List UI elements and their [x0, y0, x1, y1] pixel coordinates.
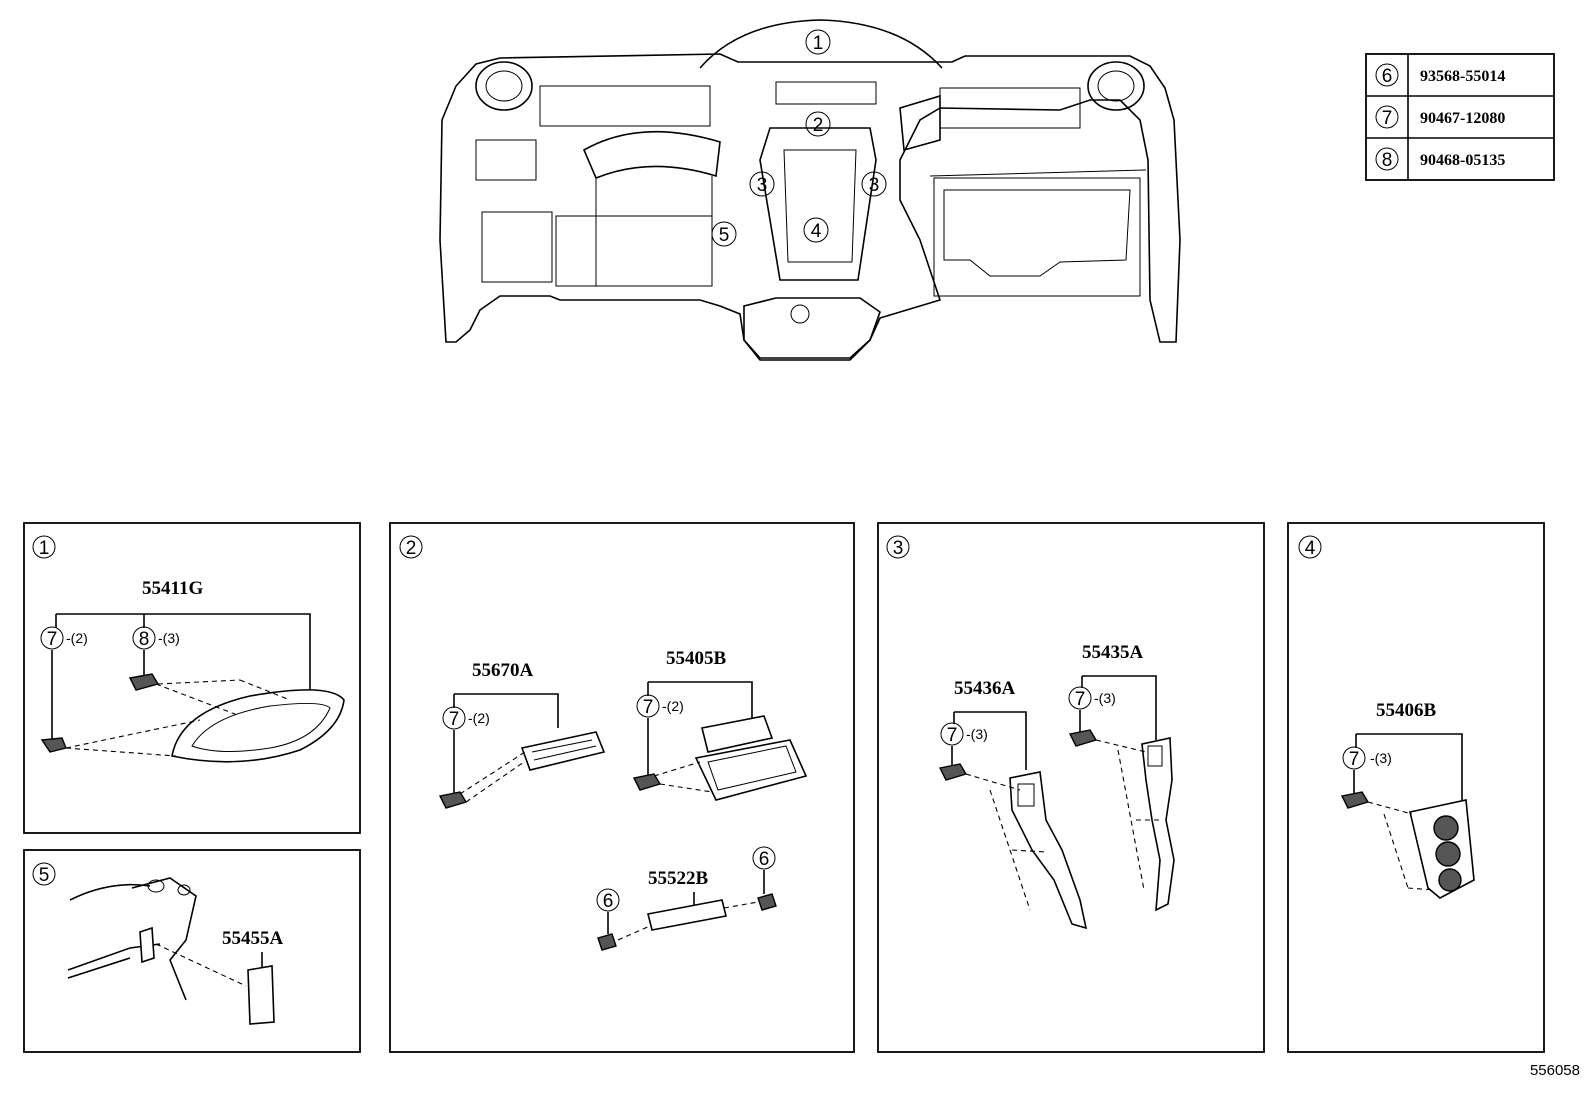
overview-callout-5: 5: [711, 221, 737, 247]
side-trim-left-part: [1009, 771, 1088, 930]
svg-text:-(3): -(3): [966, 726, 988, 742]
part-55455A: 55455A: [222, 928, 284, 949]
svg-text:-(2): -(2): [66, 630, 88, 646]
fastener-legend-table: 6 93568-55014 7 90467-12080 8 90468-0513…: [1365, 53, 1555, 181]
svg-text:8: 8: [139, 629, 150, 650]
overview-callout-2: 2: [805, 111, 831, 137]
part-55670A: 55670A: [472, 660, 534, 681]
panel-2: 2 55670A 7 -(2) 55405B 7 -(2) 55522B 6: [389, 522, 855, 1053]
trim-strip-part: [647, 899, 727, 931]
svg-text:1: 1: [813, 33, 824, 54]
svg-text:4: 4: [1305, 538, 1316, 559]
svg-text:6: 6: [759, 849, 770, 870]
svg-text:3: 3: [893, 538, 904, 559]
svg-text:3: 3: [757, 175, 768, 196]
part-55405B: 55405B: [666, 648, 727, 669]
part-55522B: 55522B: [648, 868, 709, 889]
clip-7-icon: [938, 763, 968, 781]
svg-text:1: 1: [39, 538, 50, 559]
part-55435A: 55435A: [1082, 642, 1144, 663]
vent-part: [520, 731, 606, 771]
svg-text:-(3): -(3): [1370, 750, 1392, 766]
screw-6-icon: [597, 933, 617, 951]
lower-panel-part: [247, 965, 275, 1025]
legend-part-8: 90468-05135: [1420, 152, 1505, 169]
legend-part-7: 90467-12080: [1420, 110, 1505, 127]
overview-callout-1: 1: [805, 29, 831, 55]
svg-text:6: 6: [603, 891, 614, 912]
meter-hood-part: [171, 689, 345, 763]
svg-text:5: 5: [719, 225, 730, 246]
svg-text:-(3): -(3): [1094, 690, 1116, 706]
overview-callout-4: 4: [803, 217, 829, 243]
svg-text:7: 7: [643, 697, 654, 718]
svg-text:2: 2: [406, 538, 417, 559]
center-bezel-part: [694, 739, 808, 801]
panel-5: 5 55455A: [23, 849, 361, 1053]
legend-num-7: 7: [1382, 108, 1393, 129]
overview-callout-3-right: 3: [861, 171, 887, 197]
svg-text:7: 7: [449, 709, 460, 730]
diagram-ref-number: 556058: [1530, 1062, 1580, 1079]
overview-callout-3-left: 3: [749, 171, 775, 197]
part-55411G: 55411G: [142, 578, 203, 599]
part-55436A: 55436A: [954, 678, 1016, 699]
svg-text:2: 2: [813, 115, 824, 136]
svg-text:7: 7: [47, 629, 58, 650]
clip-7-icon: [1340, 791, 1370, 809]
panel-4: 4 55406B 7 -(3): [1287, 522, 1545, 1053]
legend-part-6: 93568-55014: [1420, 68, 1505, 85]
panel-1: 1 55411G 7 -(2) 8 -(3): [23, 522, 361, 834]
dashboard-overview: [439, 19, 1181, 361]
svg-text:3: 3: [869, 175, 880, 196]
svg-text:5: 5: [39, 865, 50, 886]
clip-7-icon: [632, 773, 662, 791]
clip-8-icon: [128, 673, 160, 691]
legend-num-6: 6: [1382, 66, 1393, 87]
side-trim-right-part: [1141, 737, 1175, 912]
svg-text:-(2): -(2): [468, 710, 490, 726]
part-55406B: 55406B: [1376, 700, 1437, 721]
legend-num-8: 8: [1382, 150, 1393, 171]
svg-text:-(2): -(2): [662, 698, 684, 714]
svg-text:7: 7: [1349, 749, 1360, 770]
panel-3: 3 55436A 7 -(3) 55435A 7 -(3): [877, 522, 1265, 1053]
clip-7-icon: [1068, 729, 1098, 747]
svg-text:7: 7: [1075, 689, 1086, 710]
clip-7-icon: [438, 791, 468, 809]
svg-text:-(3): -(3): [158, 630, 180, 646]
svg-text:7: 7: [947, 725, 958, 746]
svg-text:4: 4: [811, 221, 822, 242]
clip-7-icon: [40, 737, 67, 753]
screw-6-icon: [757, 893, 777, 911]
